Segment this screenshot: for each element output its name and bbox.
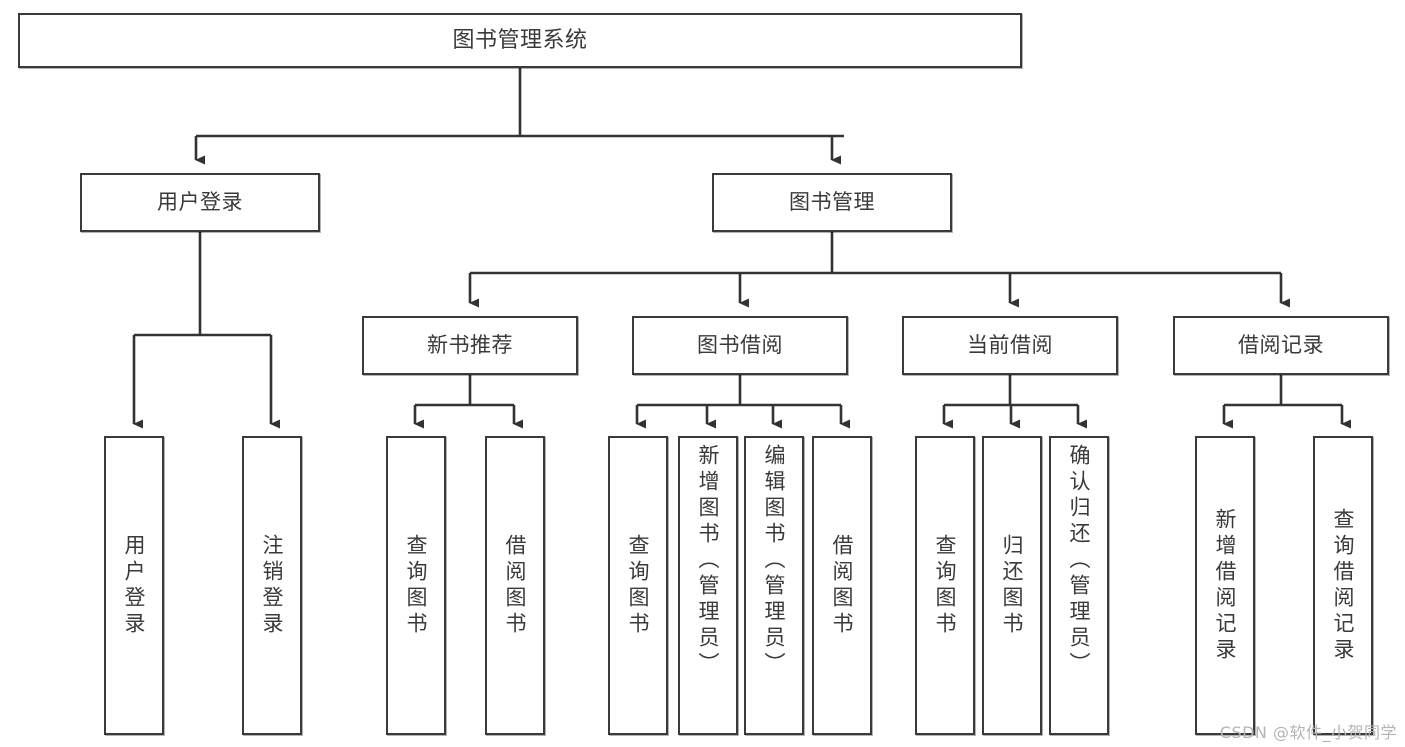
node-leaf-add-book[interactable]: 新增图书（管理员） xyxy=(678,436,738,735)
node-leaf-borrow-book-2[interactable]: 借阅图书 xyxy=(812,436,872,735)
node-label: 注销登录 xyxy=(260,533,285,638)
node-label: 借阅图书 xyxy=(503,533,528,638)
node-leaf-logout-login[interactable]: 注销登录 xyxy=(242,436,302,735)
node-label: 用户登录 xyxy=(157,190,243,215)
node-user-login[interactable]: 用户登录 xyxy=(80,173,320,232)
node-label: 图书借阅 xyxy=(697,333,783,358)
node-label: 新书推荐 xyxy=(427,333,513,358)
node-label: 归还图书 xyxy=(1000,533,1025,638)
node-label: 编辑图书（管理员） xyxy=(762,444,787,678)
node-label: 图书管理系统 xyxy=(452,27,588,53)
node-label: 新增借阅记录 xyxy=(1213,507,1238,664)
node-new-book-recommend[interactable]: 新书推荐 xyxy=(362,316,578,375)
node-leaf-query-book-3[interactable]: 查询图书 xyxy=(915,436,975,735)
node-label: 当前借阅 xyxy=(967,333,1053,358)
node-book-management[interactable]: 图书管理 xyxy=(712,173,952,232)
node-leaf-add-record[interactable]: 新增借阅记录 xyxy=(1195,436,1255,735)
node-label: 查询图书 xyxy=(404,533,429,638)
csdn-watermark: CSDN @软件_小贺同学 xyxy=(1219,723,1397,742)
node-leaf-return-book[interactable]: 归还图书 xyxy=(982,436,1042,735)
node-label: 确认归还（管理员） xyxy=(1067,444,1092,678)
node-leaf-query-record[interactable]: 查询借阅记录 xyxy=(1313,436,1373,735)
node-label: 查询图书 xyxy=(626,533,651,638)
node-label: 新增图书（管理员） xyxy=(696,444,721,678)
node-label: 借阅记录 xyxy=(1238,333,1324,358)
node-leaf-user-login[interactable]: 用户登录 xyxy=(104,436,164,735)
node-label: 查询借阅记录 xyxy=(1331,507,1356,664)
node-leaf-query-book-1[interactable]: 查询图书 xyxy=(386,436,446,735)
node-leaf-edit-book[interactable]: 编辑图书（管理员） xyxy=(744,436,804,735)
node-label: 图书管理 xyxy=(789,190,875,215)
node-root-system[interactable]: 图书管理系统 xyxy=(18,13,1022,68)
node-leaf-confirm-return[interactable]: 确认归还（管理员） xyxy=(1049,436,1109,735)
node-label: 借阅图书 xyxy=(830,533,855,638)
node-current-borrow[interactable]: 当前借阅 xyxy=(902,316,1118,375)
node-leaf-borrow-book-1[interactable]: 借阅图书 xyxy=(485,436,545,735)
node-book-borrow[interactable]: 图书借阅 xyxy=(632,316,848,375)
node-label: 用户登录 xyxy=(122,533,147,638)
node-leaf-query-book-2[interactable]: 查询图书 xyxy=(608,436,668,735)
node-borrow-record[interactable]: 借阅记录 xyxy=(1173,316,1389,375)
node-label: 查询图书 xyxy=(933,533,958,638)
